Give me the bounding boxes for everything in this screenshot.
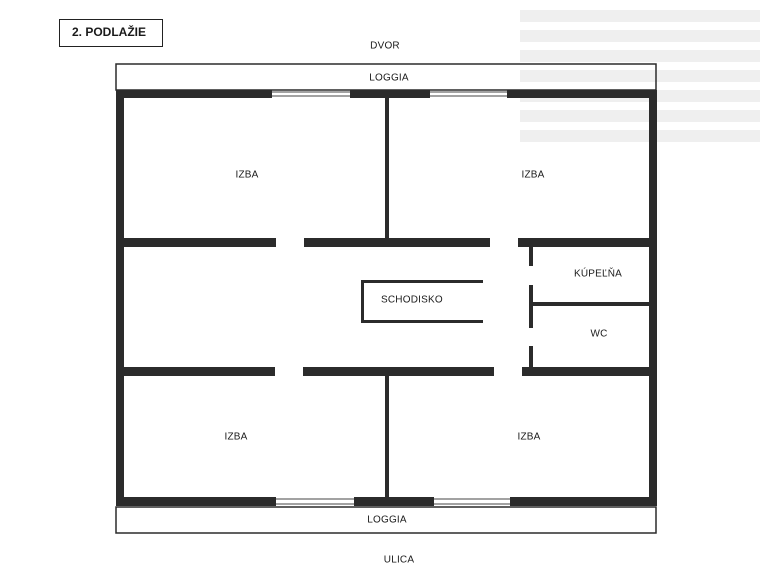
windows (272, 91, 510, 505)
interior-walls (124, 98, 649, 497)
room-bottom-right-label: IZBA (517, 431, 541, 443)
floor-title: 2. PODLAŽIE (59, 19, 163, 47)
outer-walls (116, 90, 657, 506)
room-top-left-label: IZBA (235, 169, 259, 181)
orientation-top-label: DVOR (370, 40, 400, 52)
stairs-label: SCHODISKO (381, 294, 443, 306)
bathroom-label: KÚPEĽŇA (573, 268, 623, 280)
wc-label: WC (590, 328, 608, 340)
orientation-bottom-label: ULICA (383, 554, 415, 566)
room-top-right-label: IZBA (521, 169, 545, 181)
loggia-bottom-label: LOGGIA (367, 514, 407, 526)
watermark (520, 10, 760, 142)
loggia-top-label: LOGGIA (369, 72, 409, 84)
loggia-bottom-outline (115, 506, 657, 534)
staircase (361, 280, 483, 323)
room-bottom-left-label: IZBA (224, 431, 248, 443)
